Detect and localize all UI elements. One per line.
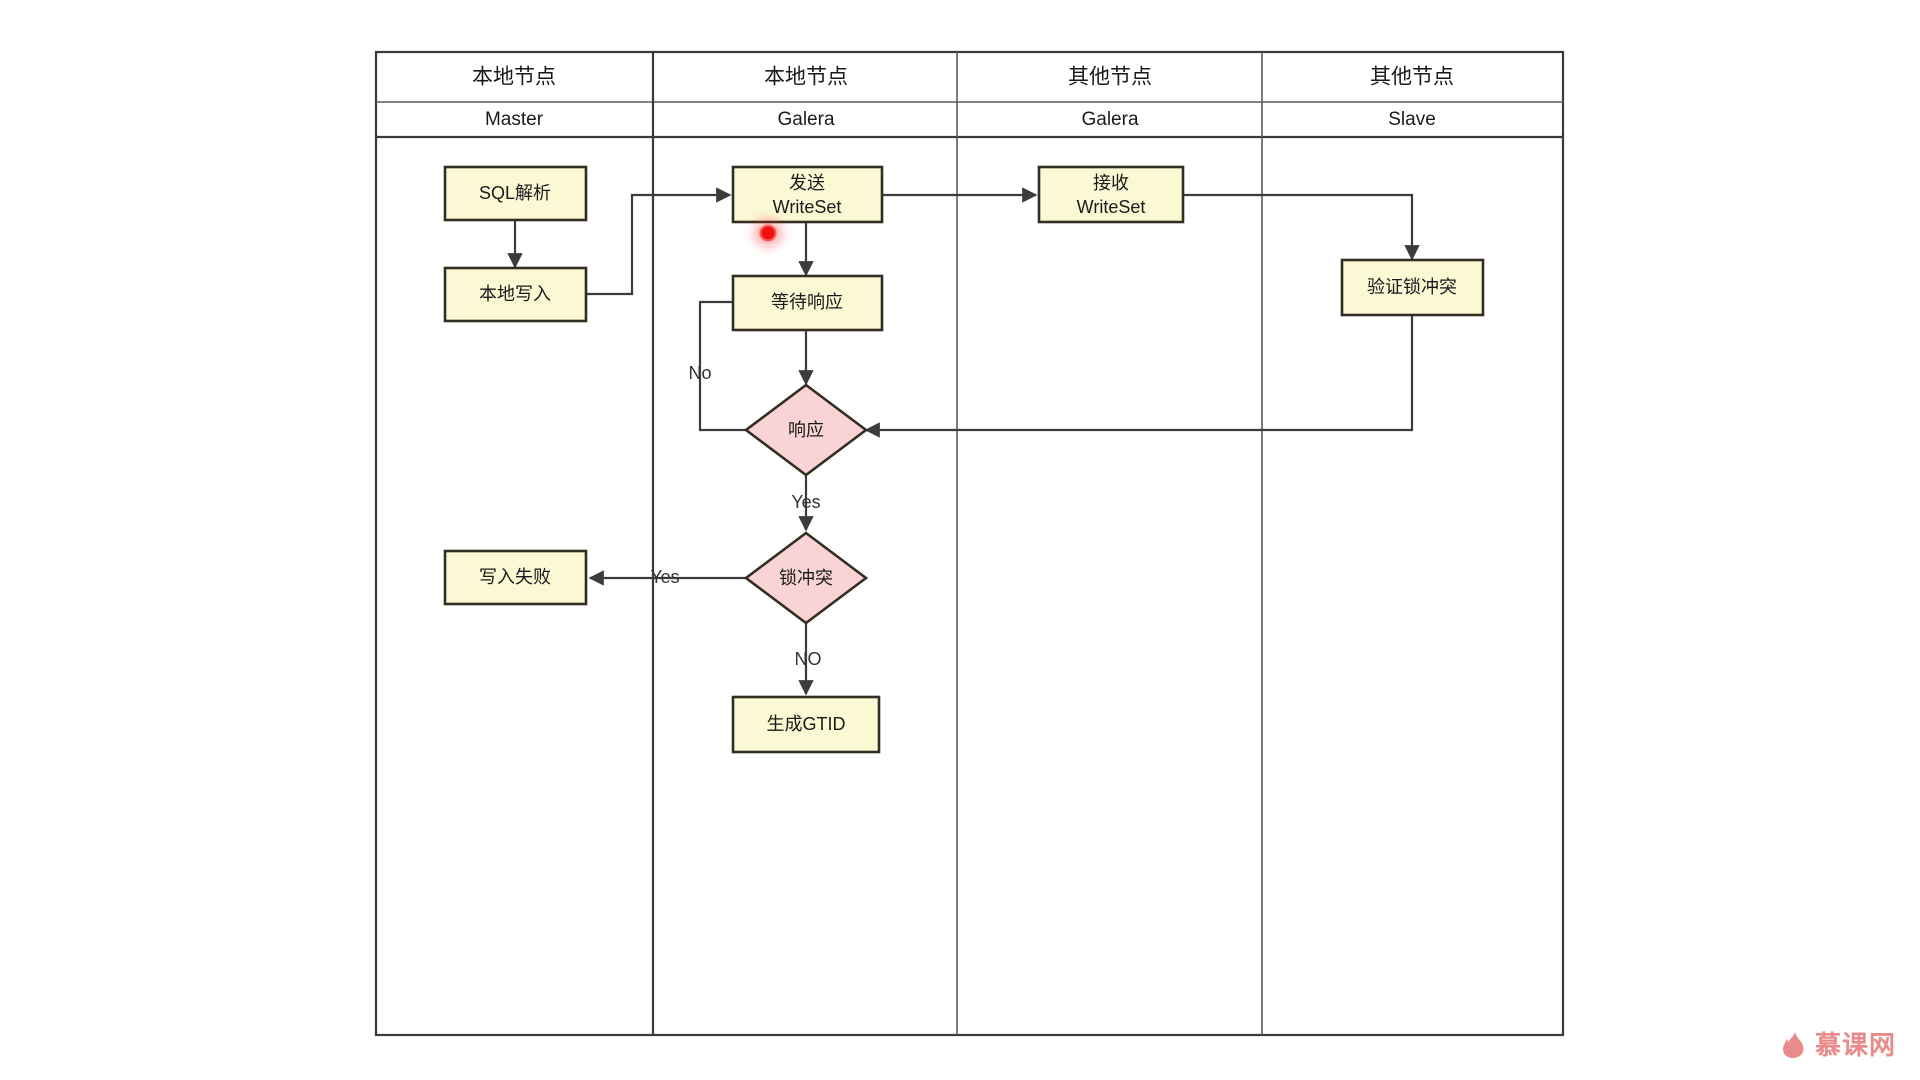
edge-recvwriteset-to-verifylock <box>1183 193 1420 261</box>
lane-subtitle-3: Slave <box>1388 109 1436 130</box>
lane-header-0: 本地节点 Master <box>472 66 556 130</box>
node-send-writeset[interactable]: 发送 WriteSet <box>731 165 884 224</box>
lane-title-3: 其他节点 <box>1370 66 1454 89</box>
edge-response-no-to-waitresponse <box>698 294 750 432</box>
node-label-write-fail: 写入失败 <box>479 567 551 587</box>
lane-header-1: 本地节点 Galera <box>764 66 848 130</box>
lane-title-0: 本地节点 <box>472 66 556 89</box>
lane-header-2: 其他节点 Galera <box>1068 66 1152 130</box>
node-response[interactable]: 响应 <box>743 383 869 477</box>
node-label-local-write: 本地写入 <box>479 284 551 304</box>
edge-localwrite-to-sendwriteset <box>586 187 732 296</box>
lane-subtitle-2: Galera <box>1081 109 1138 130</box>
node-label-recv-writeset-line2: WriteSet <box>1077 197 1146 217</box>
node-recv-writeset[interactable]: 接收 WriteSet <box>1037 165 1185 224</box>
edge-label-yes-conflict: Yes <box>650 567 679 587</box>
node-sql-parse[interactable]: SQL解析 <box>443 165 588 222</box>
edge-label-yes-response: Yes <box>791 492 820 512</box>
node-wait-response[interactable]: 等待响应 <box>731 274 884 332</box>
node-label-lock-conflict: 锁冲突 <box>779 568 833 588</box>
flow-connectors <box>507 187 1420 696</box>
node-label-send-writeset-line2: WriteSet <box>773 197 842 217</box>
node-label-send-writeset-line1: 发送 <box>789 173 825 193</box>
flame-icon <box>1780 1029 1808 1059</box>
edge-label-no-conflict: NO <box>795 649 822 669</box>
node-label-wait-response: 等待响应 <box>771 292 843 312</box>
brand-name: 慕课网 <box>1814 1031 1896 1061</box>
node-label-sql-parse: SQL解析 <box>479 183 551 203</box>
node-label-recv-writeset-line1: 接收 <box>1093 173 1129 193</box>
lane-subtitle-1: Galera <box>777 109 834 130</box>
node-lock-conflict[interactable]: 锁冲突 <box>743 531 869 625</box>
lane-title-2: 其他节点 <box>1068 66 1152 89</box>
edge-label-no-retry: No <box>688 363 711 383</box>
node-label-verify-lock: 验证锁冲突 <box>1367 277 1457 297</box>
edge-verifylock-to-response <box>864 315 1414 438</box>
node-local-write[interactable]: 本地写入 <box>443 266 588 323</box>
node-verify-lock[interactable]: 验证锁冲突 <box>1340 258 1485 317</box>
node-label-gen-gtid: 生成GTID <box>767 714 846 734</box>
swimlane-frame <box>374 50 1565 1037</box>
node-write-fail[interactable]: 写入失败 <box>443 549 588 606</box>
edge-label-group: No Yes Yes NO <box>650 363 821 669</box>
brand-logo: 慕课网 <box>1780 1025 1896 1062</box>
lane-subtitle-0: Master <box>485 109 544 130</box>
node-label-response: 响应 <box>788 420 824 440</box>
lane-header-3: 其他节点 Slave <box>1370 66 1454 130</box>
node-gen-gtid[interactable]: 生成GTID <box>731 695 881 754</box>
lane-title-1: 本地节点 <box>764 66 848 89</box>
